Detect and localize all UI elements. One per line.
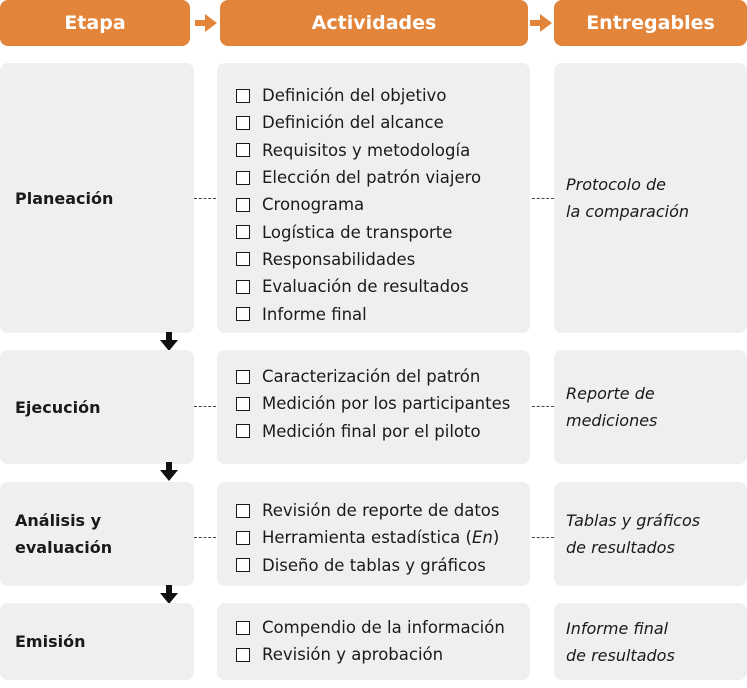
header-activities: Actividades: [220, 0, 528, 46]
activity-item: Diseño de tablas y gráficos: [236, 552, 530, 579]
stage-box-emision: Emisión: [0, 603, 194, 680]
activity-label: Evaluación de resultados: [262, 277, 469, 297]
stage-label: Análisis y: [15, 511, 102, 530]
checkbox-icon: [236, 503, 250, 518]
checkbox-icon: [236, 558, 250, 573]
activity-item: Revisión de reporte de datos: [236, 497, 530, 524]
checkbox-icon: [236, 225, 250, 240]
activity-label: Informe final: [262, 304, 367, 324]
stage-label: Ejecución: [15, 397, 101, 417]
checkbox-icon: [236, 115, 250, 130]
activity-label: Medición final por el piloto: [262, 421, 481, 441]
activities-box-analisis: Revisión de reporte de datos Herramienta…: [217, 482, 530, 586]
deliverable-label: la comparación: [566, 202, 690, 221]
header-activities-label: Actividades: [311, 12, 437, 34]
activity-label: Medición por los participantes: [262, 394, 511, 414]
connector-dash: [194, 537, 216, 538]
activity-label: Caracterización del patrón: [262, 367, 481, 387]
activity-label: Cronograma: [262, 195, 365, 215]
activities-box-planeacion: Definición del objetivo Definición del a…: [217, 63, 530, 333]
header-deliverables: Entregables: [554, 0, 747, 46]
activities-box-ejecucion: Caracterización del patrón Medición por …: [217, 350, 530, 464]
checkbox-icon: [236, 279, 250, 294]
activity-item: Cronograma: [236, 191, 530, 218]
activity-item: Responsabilidades: [236, 246, 530, 273]
activity-label: Elección del patrón viajero: [262, 168, 482, 188]
activity-label: Diseño de tablas y gráficos: [262, 555, 486, 575]
checkbox-icon: [236, 620, 250, 635]
stage-label: Emisión: [15, 632, 86, 651]
arrow-down-icon: [160, 585, 178, 604]
checkbox-icon: [236, 424, 250, 439]
activity-label: Logística de transporte: [262, 222, 453, 242]
activity-label: Revisión de reporte de datos: [262, 501, 500, 521]
activity-label: Responsabilidades: [262, 249, 416, 269]
deliverable-label: de resultados: [566, 538, 675, 557]
checkbox-icon: [236, 143, 250, 158]
stage-label: evaluación: [15, 538, 113, 557]
activity-label: Herramienta estadística (: [262, 528, 472, 548]
arrow-right-icon: [530, 14, 552, 32]
connector-dash: [532, 406, 554, 407]
deliverable-label: Protocolo de: [566, 175, 666, 194]
activity-label: Revisión y aprobación: [262, 645, 444, 665]
activity-item: Compendio de la información: [236, 614, 530, 641]
activity-item: Herramienta estadística (En): [236, 524, 530, 551]
connector-dash: [194, 406, 216, 407]
deliverable-label: mediciones: [566, 411, 658, 430]
activity-label: Definición del alcance: [262, 113, 444, 133]
checkbox-icon: [236, 170, 250, 185]
stage-box-ejecucion: Ejecución: [0, 350, 194, 464]
stage-box-analisis: Análisis y evaluación: [0, 482, 194, 586]
activity-item: Revisión y aprobación: [236, 641, 530, 668]
arrow-right-icon: [195, 14, 217, 32]
activity-item: Elección del patrón viajero: [236, 164, 530, 191]
checkbox-icon: [236, 197, 250, 212]
header-stage-label: Etapa: [64, 12, 126, 34]
checkbox-icon: [236, 530, 250, 545]
activity-item: Medición final por el piloto: [236, 418, 530, 445]
stage-box-planeacion: Planeación: [0, 63, 194, 333]
deliverable-box-emision: Informe final de resultados: [554, 603, 747, 680]
header-stage: Etapa: [0, 0, 190, 46]
checkbox-icon: [236, 647, 250, 662]
connector-dash: [532, 537, 554, 538]
activity-label: Requisitos y metodología: [262, 140, 471, 160]
arrow-down-icon: [160, 462, 178, 481]
connector-dash: [194, 198, 216, 199]
checkbox-icon: [236, 369, 250, 384]
activity-item: Caracterización del patrón: [236, 363, 530, 390]
connector-dash: [532, 198, 554, 199]
stage-label: Planeación: [15, 188, 114, 208]
activity-item: Logística de transporte: [236, 218, 530, 245]
activity-label-close: ): [492, 528, 500, 548]
activity-item: Requisitos y metodología: [236, 137, 530, 164]
deliverable-box-ejecucion: Reporte de mediciones: [554, 350, 747, 464]
deliverable-box-planeacion: Protocolo de la comparación: [554, 63, 747, 333]
deliverable-box-analisis: Tablas y gráficos de resultados: [554, 482, 747, 586]
activity-item: Medición por los participantes: [236, 390, 530, 417]
activity-item: Definición del objetivo: [236, 82, 530, 109]
deliverable-label: de resultados: [566, 645, 675, 665]
deliverable-label: Informe final: [566, 618, 669, 638]
arrow-down-icon: [160, 332, 178, 351]
deliverable-label: Tablas y gráficos: [566, 511, 701, 530]
deliverable-label: Reporte de: [566, 384, 655, 403]
activity-label-italic: En: [471, 528, 493, 548]
activity-item: Informe final: [236, 300, 530, 327]
activities-box-emision: Compendio de la información Revisión y a…: [217, 603, 530, 680]
activity-label: Compendio de la información: [262, 618, 505, 638]
checkbox-icon: [236, 88, 250, 103]
activity-label: Definición del objetivo: [262, 86, 447, 106]
checkbox-icon: [236, 307, 250, 322]
checkbox-icon: [236, 396, 250, 411]
activity-item: Definición del alcance: [236, 109, 530, 136]
header-deliverables-label: Entregables: [586, 12, 715, 34]
activity-item: Evaluación de resultados: [236, 273, 530, 300]
checkbox-icon: [236, 252, 250, 267]
